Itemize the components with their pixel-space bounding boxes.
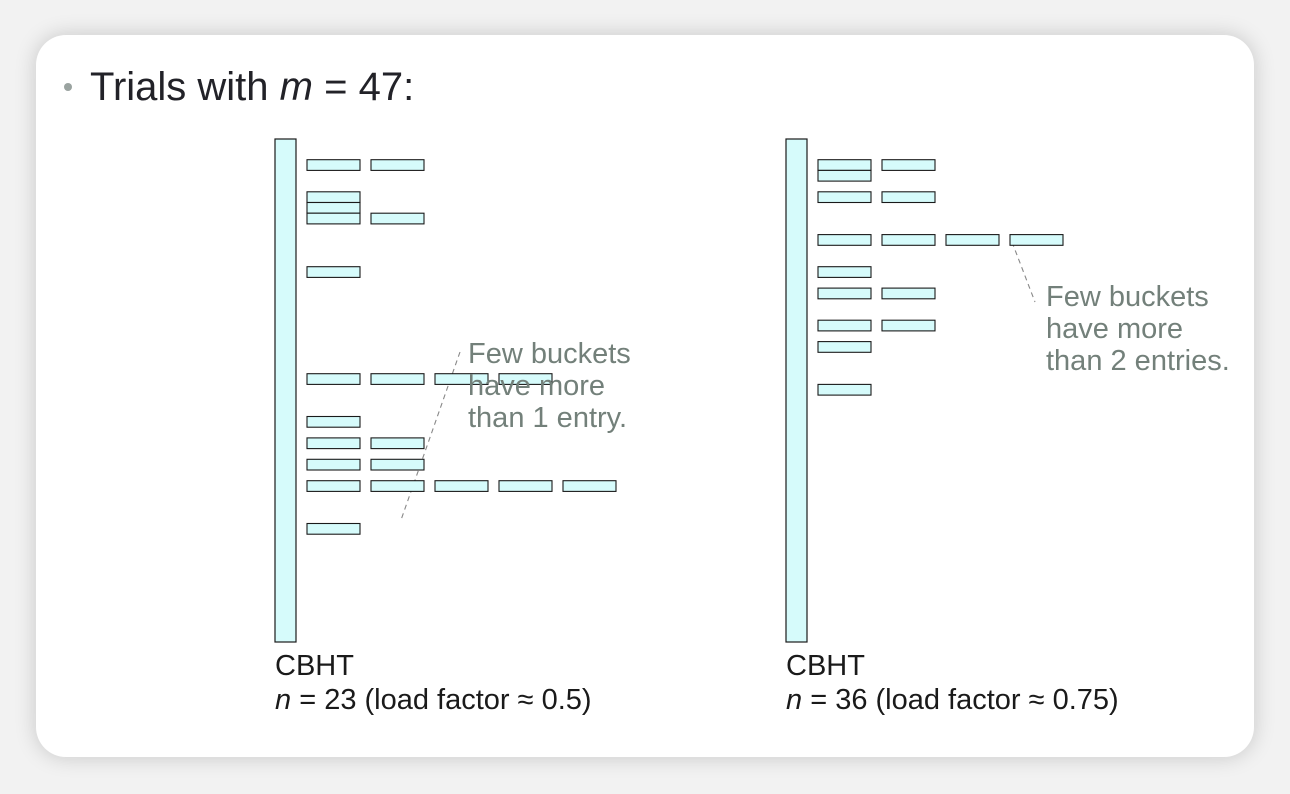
heading-variable: m xyxy=(279,64,313,109)
bullet-icon xyxy=(64,83,72,91)
caption-2: CBHT n = 36 (load factor ≈ 0.75) xyxy=(786,649,1119,717)
caption-n-text: = 23 (load factor ≈ 0.5) xyxy=(291,684,592,716)
heading-prefix: Trials with xyxy=(90,64,280,109)
heading-suffix: = 47: xyxy=(312,64,415,109)
note-line: than 2 entries. xyxy=(1046,345,1230,377)
caption-title: CBHT xyxy=(275,650,354,682)
caption-title: CBHT xyxy=(786,650,865,682)
caption-n-text: = 36 (load factor ≈ 0.75) xyxy=(802,684,1119,716)
slide-card xyxy=(36,35,1254,757)
note-line: than 1 entry. xyxy=(468,402,628,434)
annotation-note-2: Few buckets have more than 2 entries. xyxy=(1046,281,1230,377)
annotation-note-1: Few buckets have more than 1 entry. xyxy=(468,338,631,434)
caption-n-variable: n xyxy=(786,684,803,716)
note-line: have more xyxy=(468,370,606,402)
note-line: Few buckets xyxy=(1046,281,1209,313)
note-line: have more xyxy=(1046,313,1184,345)
slide-heading: Trials with m = 47: xyxy=(64,62,414,112)
caption-stats: n = 23 (load factor ≈ 0.5) xyxy=(275,683,592,717)
caption-stats: n = 36 (load factor ≈ 0.75) xyxy=(786,683,1119,717)
caption-n-variable: n xyxy=(275,684,292,716)
note-line: Few buckets xyxy=(468,338,631,370)
caption-1: CBHT n = 23 (load factor ≈ 0.5) xyxy=(275,649,592,717)
